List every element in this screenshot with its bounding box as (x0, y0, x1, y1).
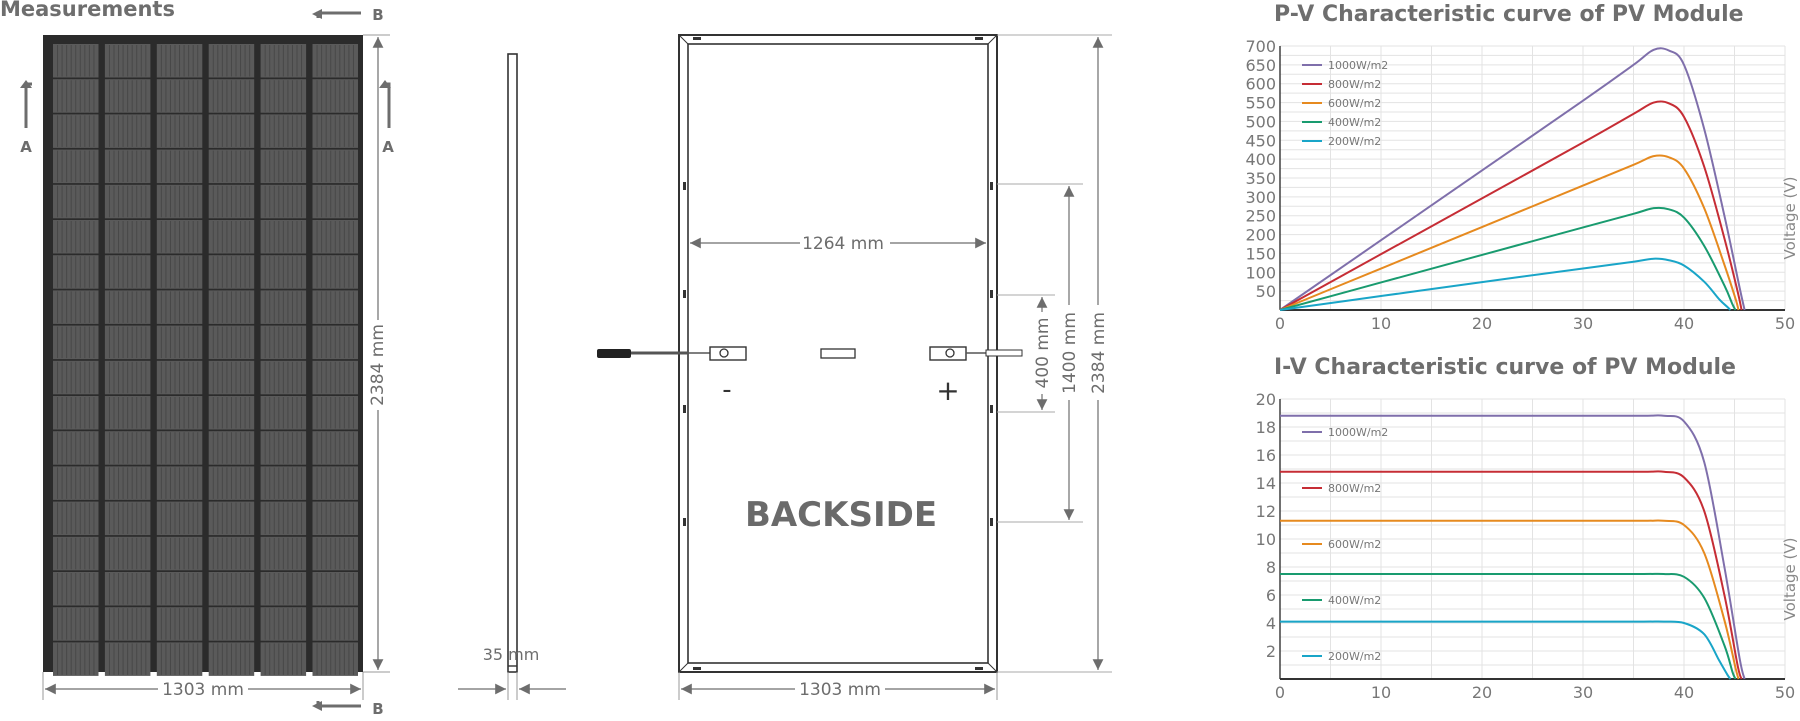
y-tick-label: 350 (1245, 169, 1276, 188)
series-line (1279, 154, 1740, 311)
y-tick-label: 650 (1245, 56, 1276, 75)
mount-span-dimension: 1400 mm (1060, 186, 1080, 520)
back-width-label: 1303 mm (799, 680, 881, 700)
back-width-dimension: 1303 mm (678, 672, 998, 700)
legend-label: 600W/m2 (1328, 538, 1381, 551)
back-height-dimension: 2384 mm (1089, 36, 1109, 670)
y-tick-label: 300 (1245, 188, 1276, 207)
y-tick-label: 500 (1245, 112, 1276, 131)
legend-label: 1000W/m2 (1328, 426, 1388, 439)
y-tick-label: 550 (1245, 94, 1276, 113)
inner-width-label: 1264 mm (802, 234, 884, 254)
series-line (1279, 100, 1743, 311)
backside-label: BACKSIDE (745, 495, 937, 535)
section-a-label-right: A (382, 138, 394, 156)
junction-boxes: - + (597, 346, 1023, 407)
series-line (1280, 470, 1743, 680)
x-tick-label: 20 (1472, 314, 1492, 333)
y-tick-label: 18 (1256, 418, 1276, 437)
series-line (1279, 572, 1737, 680)
x-tick-label: 0 (1275, 683, 1285, 702)
cell-grid (53, 44, 358, 676)
legend-label: 800W/m2 (1328, 482, 1381, 495)
series-line (1279, 257, 1732, 311)
y-tick-label: 4 (1266, 614, 1276, 633)
side-thickness-label: 35 mm (483, 645, 540, 664)
x-tick-label: 40 (1674, 314, 1694, 333)
y-tick-label: 2 (1266, 642, 1276, 661)
front-height-label: 2384 mm (368, 324, 388, 406)
front-view: A A B B 2384 mm (20, 6, 394, 718)
polarity-minus: - (722, 375, 731, 405)
page-heading: Measurements (0, 0, 175, 21)
y-tick-label: 16 (1256, 446, 1276, 465)
y-tick-label: 450 (1245, 131, 1276, 150)
section-a-left-marker: A (20, 80, 32, 156)
y-tick-label: 700 (1245, 37, 1276, 56)
legend-label: 400W/m2 (1328, 594, 1381, 607)
side-view: 35 mm (458, 53, 566, 700)
x-tick-label: 0 (1275, 314, 1285, 333)
x-tick-label: 10 (1371, 683, 1391, 702)
back-height-label: 2384 mm (1089, 312, 1109, 394)
polarity-plus: + (936, 374, 959, 407)
series-line (1279, 620, 1732, 680)
series-line (1280, 519, 1740, 680)
section-b-bottom-marker: B (312, 700, 384, 718)
legend-label: 800W/m2 (1328, 78, 1381, 91)
front-height-dimension: 2384 mm (363, 34, 390, 673)
series-line (1280, 414, 1746, 680)
back-view: - + BACKSIDE 1264 mm 1303 mm 400 mm (597, 34, 1112, 700)
inner-width-dimension: 1264 mm (690, 234, 986, 254)
y-tick-label: 6 (1266, 586, 1276, 605)
iv-chart-title: I-V Characteristic curve of PV Module (1274, 355, 1736, 380)
pv-chart-title: P-V Characteristic curve of PV Module (1274, 2, 1744, 27)
section-a-label-left: A (20, 138, 32, 156)
x-tick-label: 20 (1472, 683, 1492, 702)
y-tick-label: 8 (1266, 558, 1276, 577)
series-line (1279, 206, 1737, 311)
side-frame (507, 53, 518, 673)
junction-box-middle (820, 348, 856, 359)
y-tick-label: 250 (1245, 207, 1276, 226)
section-b-label-top: B (372, 6, 383, 24)
y-tick-label: 100 (1245, 263, 1276, 282)
section-b-top-marker: B (312, 6, 384, 24)
y-tick-label: 12 (1256, 502, 1276, 521)
mount-span-label: 1400 mm (1060, 312, 1080, 394)
cable-connector-left (597, 349, 631, 358)
y-tick-label: 10 (1256, 530, 1276, 549)
y-tick-label: 600 (1245, 75, 1276, 94)
x-tick-label: 50 (1775, 314, 1795, 333)
y-tick-label: 150 (1245, 244, 1276, 263)
y-axis-label: Voltage (V) (1781, 538, 1799, 621)
y-tick-label: 200 (1245, 226, 1276, 245)
x-tick-label: 30 (1573, 683, 1593, 702)
section-a-right-marker: A (379, 80, 394, 156)
y-tick-label: 400 (1245, 150, 1276, 169)
legend-label: 400W/m2 (1328, 116, 1381, 129)
y-tick-label: 20 (1256, 390, 1276, 409)
y-tick-label: 14 (1256, 474, 1276, 493)
x-tick-label: 30 (1573, 314, 1593, 333)
front-width-label: 1303 mm (162, 680, 244, 700)
mounting-holes (683, 37, 993, 670)
y-tick-label: 50 (1256, 282, 1276, 301)
legend-label: 200W/m2 (1328, 135, 1381, 148)
y-axis-label: Voltage (V) (1781, 177, 1799, 260)
front-width-dimension: 1303 mm (42, 672, 364, 700)
box-span-dimension: 400 mm (1033, 297, 1053, 410)
legend-label: 600W/m2 (1328, 97, 1381, 110)
x-tick-label: 50 (1775, 683, 1795, 702)
x-tick-label: 40 (1674, 683, 1694, 702)
legend-label: 1000W/m2 (1328, 59, 1388, 72)
box-span-label: 400 mm (1033, 318, 1053, 389)
module-drawings: A A B B 2384 mm (20, 6, 1112, 718)
legend-label: 200W/m2 (1328, 650, 1381, 663)
x-tick-label: 10 (1371, 314, 1391, 333)
section-b-label-bottom: B (372, 700, 383, 718)
series-line (1279, 47, 1746, 311)
